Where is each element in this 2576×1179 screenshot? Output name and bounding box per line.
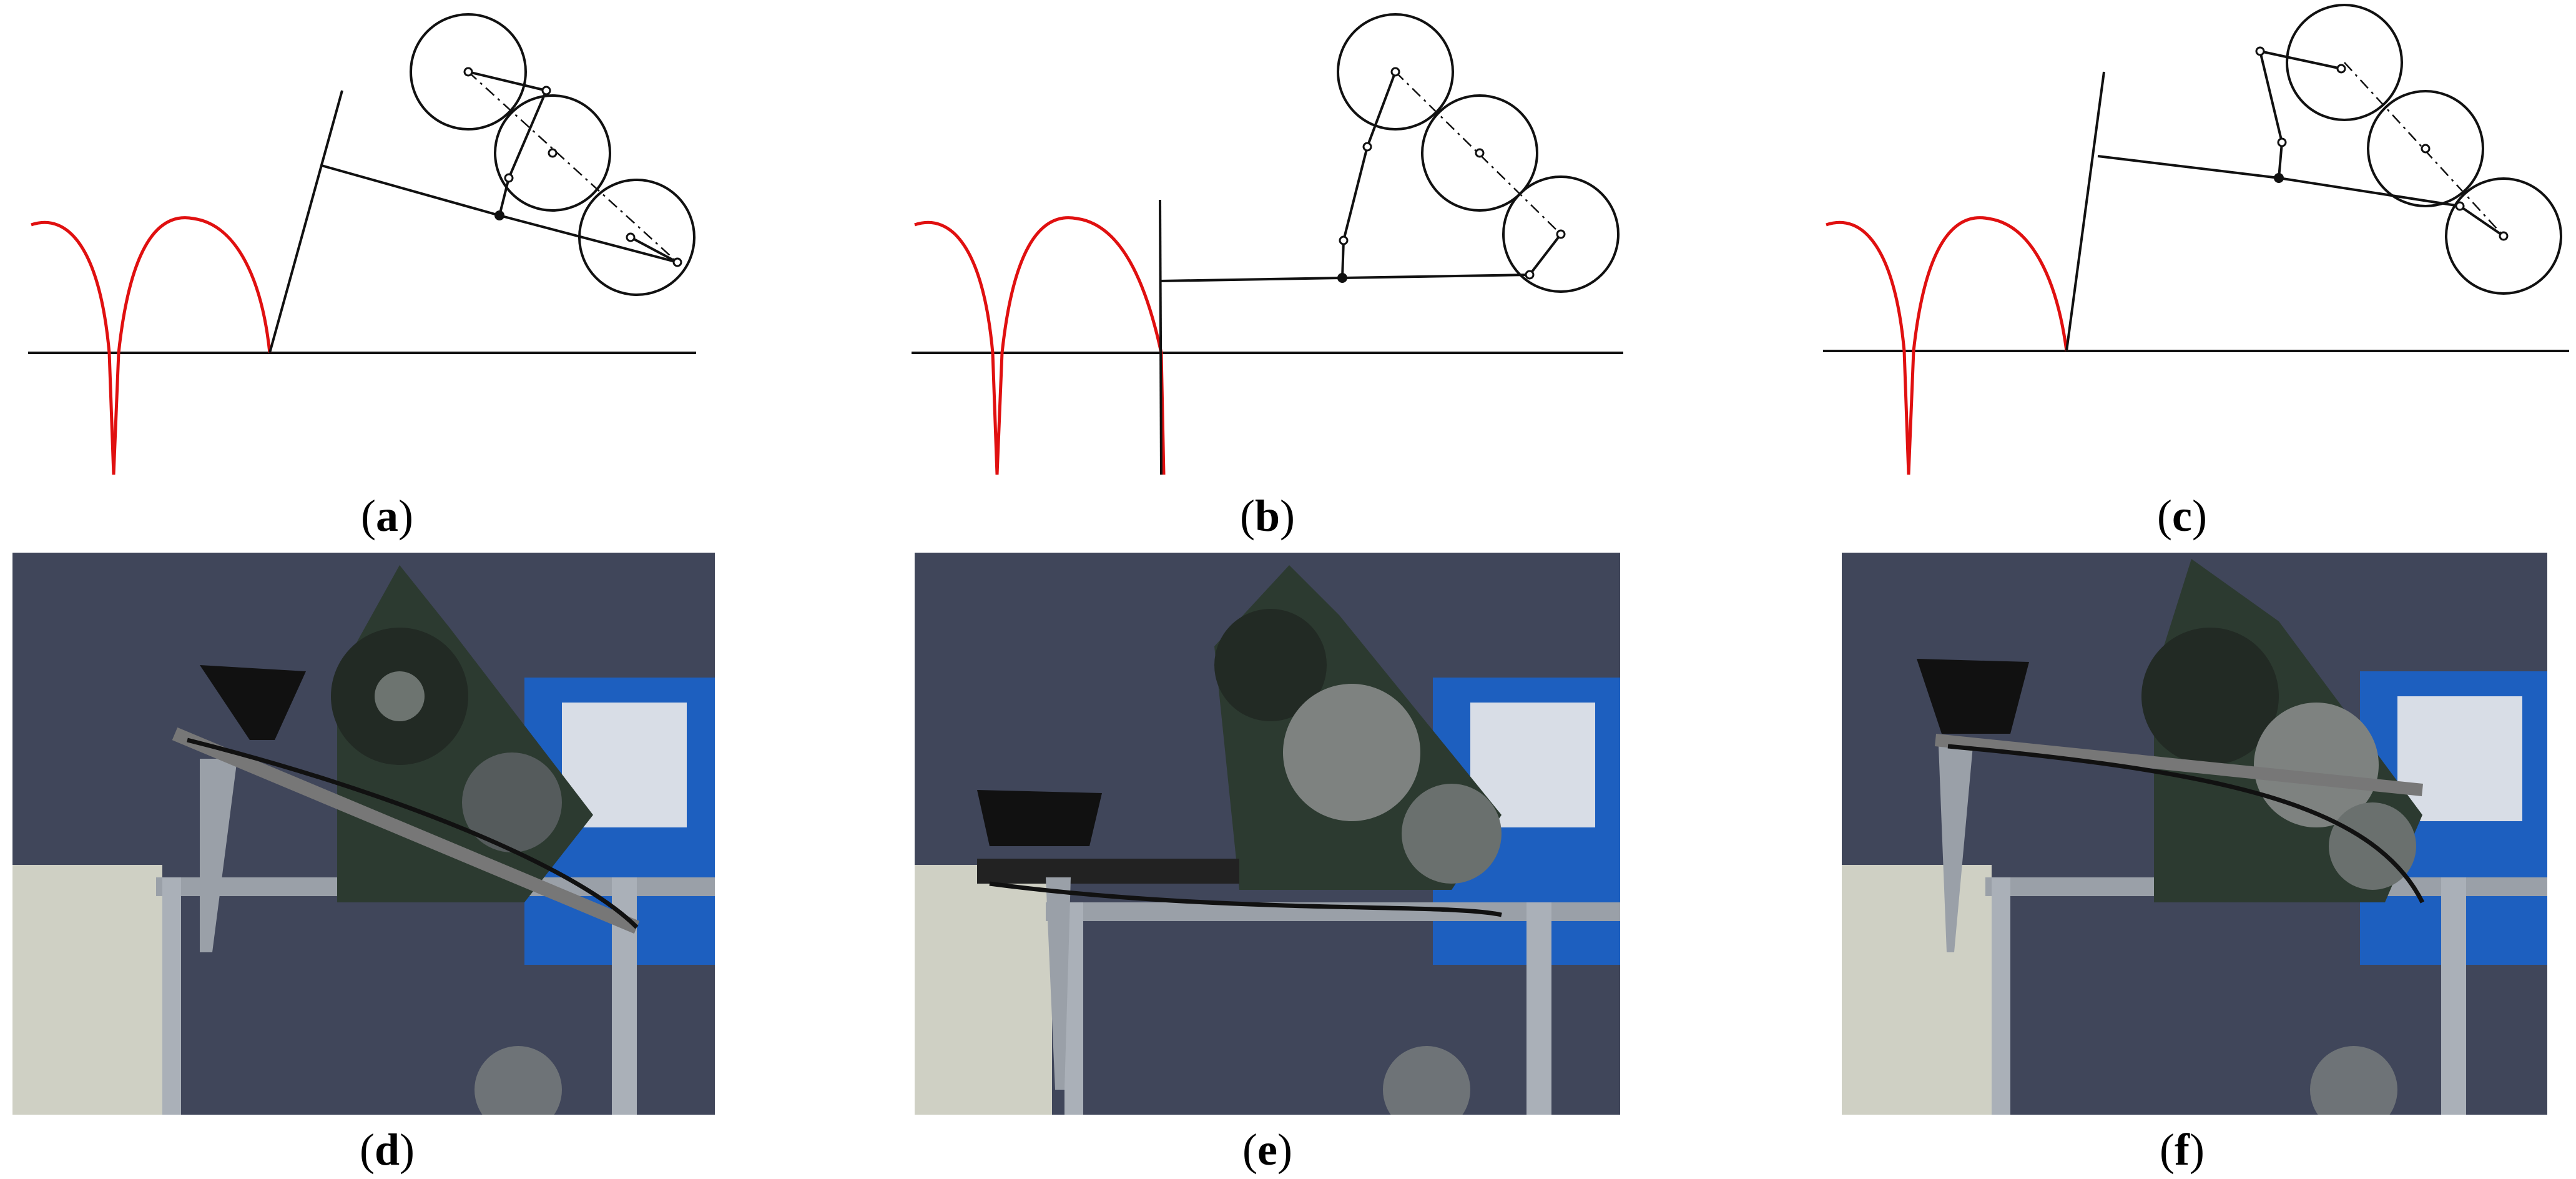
gear-2-c xyxy=(2367,90,2484,207)
gear-3-c xyxy=(2445,177,2562,295)
trajectory-curve-c xyxy=(1826,216,2068,475)
diagram-b xyxy=(912,13,1623,475)
cabinet xyxy=(12,865,162,1115)
gear-1-c xyxy=(2286,4,2403,121)
planting-arm-b xyxy=(1159,199,1163,475)
diagram-c xyxy=(1823,4,2569,475)
gear-3-a xyxy=(578,179,696,296)
planting-arm-a xyxy=(268,90,343,353)
caption-b: (b) xyxy=(1239,491,1295,541)
photo-d xyxy=(12,553,715,1115)
trajectory-curve-b xyxy=(914,216,1166,475)
gear-2-b xyxy=(1421,94,1538,212)
planting-arm-c xyxy=(2065,71,2105,352)
gear-3-b xyxy=(1502,175,1620,293)
caption-a: (a) xyxy=(361,491,413,541)
trajectory-curve-a xyxy=(31,216,272,475)
caption-d: (d) xyxy=(359,1125,415,1175)
photo-e xyxy=(915,553,1620,1115)
mechanism-diagrams xyxy=(28,4,2569,475)
photo-f xyxy=(1842,553,2547,1115)
caption-e: (e) xyxy=(1242,1125,1292,1175)
diagram-a xyxy=(28,13,696,475)
gear-1-a xyxy=(410,13,527,131)
caption-c: (c) xyxy=(2157,491,2207,541)
gear-1-b xyxy=(1337,13,1454,131)
caption-f: (f) xyxy=(2160,1125,2205,1175)
gear-2-a xyxy=(494,94,611,212)
